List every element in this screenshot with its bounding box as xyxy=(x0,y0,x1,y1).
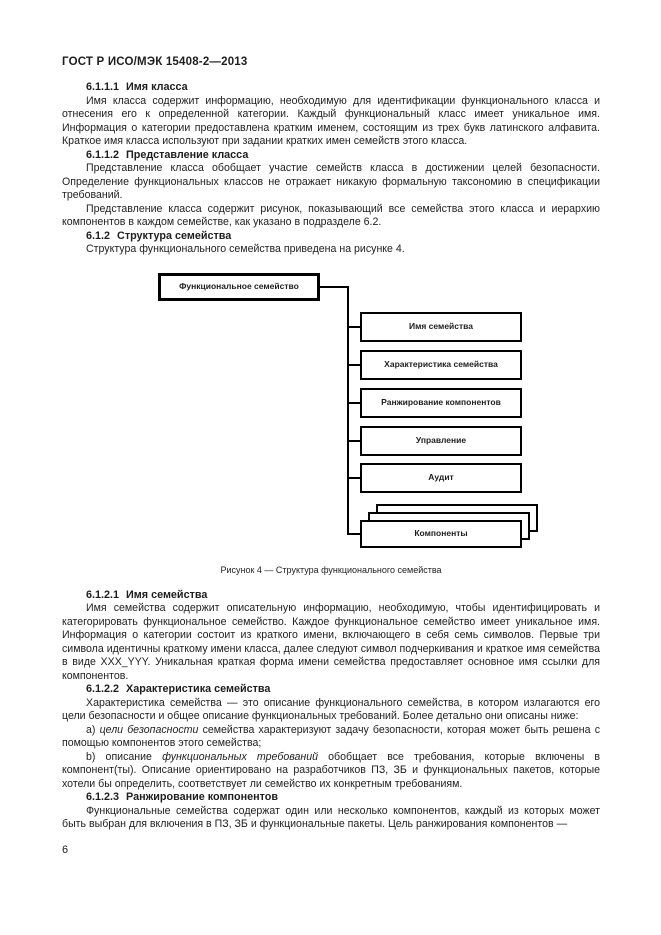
figure-box-family-name: Имя семейства xyxy=(360,311,522,342)
list-item-b-text: обобщает все требования, которые включен… xyxy=(62,750,600,790)
heading-number: 6.1.1.1 xyxy=(86,81,120,93)
figure-box-functional-family: Функциональное семейство xyxy=(158,272,320,301)
heading-number: 6.1.1.2 xyxy=(86,148,120,161)
connector-stub xyxy=(347,439,360,442)
paragraph-family-name: Имя семейства содержит описательную инфо… xyxy=(62,602,600,682)
paragraph-family-structure: Структура функционального семейства прив… xyxy=(86,243,405,255)
connector-stub xyxy=(347,476,360,479)
list-item-b-term: функциональных требований xyxy=(162,750,319,763)
section-heading-6-1-2-2: 6.1.2.2 Характеристика семейства xyxy=(62,683,600,697)
figure-box-component-ranking: Ранжирование компонентов xyxy=(360,387,522,418)
heading-title: Структура семейства xyxy=(117,229,232,242)
section-heading-6-1-2: 6.1.2 Структура семейства xyxy=(62,230,600,244)
figure-box-family-characteristics: Характеристика семейства xyxy=(360,349,522,380)
section-heading-6-1-1-2: 6.1.1.2 Представление класса xyxy=(62,149,600,163)
heading-number: 6.1.2 xyxy=(86,229,111,242)
heading-title: Ранжирование компонентов xyxy=(126,791,279,803)
paragraph-family-characteristics: Характеристика семейства — это описание … xyxy=(62,696,600,723)
list-item-a-term: цели безопасности xyxy=(99,723,199,736)
connector-stub xyxy=(347,363,360,366)
connector-stub xyxy=(347,325,360,328)
paragraph-class-name: Имя класса содержит информацию, необходи… xyxy=(62,94,600,148)
list-item-a-text: семейства характеризуют задачу безопасно… xyxy=(62,723,601,750)
section-heading-6-1-2-3: 6.1.2.3 Ранжирование компонентов xyxy=(62,791,600,805)
connector-trunk xyxy=(347,285,349,535)
paragraph-component-ranking: Функциональные семейства содержат один и… xyxy=(62,804,600,831)
list-item-a: a) цели безопасности семейства характери… xyxy=(62,724,600,751)
list-item-a-prefix: a) xyxy=(86,723,100,736)
heading-title: Представление класса xyxy=(126,148,249,161)
connector-stub xyxy=(347,532,360,535)
heading-number: 6.1.2.2 xyxy=(86,683,120,695)
heading-title: Имя класса xyxy=(126,81,188,93)
figure-box-management: Управление xyxy=(360,425,522,456)
heading-title: Характеристика семейства xyxy=(126,683,271,695)
list-item-b-prefix: b) описание xyxy=(86,750,163,763)
figure-family-structure: Функциональное семейство Имя семейства Х… xyxy=(62,269,600,552)
connector-horizontal xyxy=(318,285,349,288)
figure-box-audit: Аудит xyxy=(360,462,522,493)
heading-title: Имя семейства xyxy=(126,588,208,601)
section-heading-6-1-2-1: 6.1.2.1 Имя семейства xyxy=(62,589,600,603)
figure-box-components: Компоненты xyxy=(360,519,522,548)
page-number: 6 xyxy=(62,843,69,856)
list-item-b: b) описание функциональных требований об… xyxy=(62,751,600,792)
paragraph-class-presentation-1: Представление класса обобщает участие се… xyxy=(62,162,600,201)
figure-caption: Рисунок 4 — Структура функционального се… xyxy=(220,564,442,575)
heading-number: 6.1.2.1 xyxy=(86,588,120,601)
connector-stub xyxy=(347,401,360,404)
paragraph-class-presentation-2: Представление класса содержит рисунок, п… xyxy=(62,202,600,229)
heading-number: 6.1.2.3 xyxy=(86,791,120,803)
document-header: ГОСТ Р ИСО/МЭК 15408-2—2013 xyxy=(62,56,248,68)
section-heading-6-1-1-1: 6.1.1.1 Имя класса xyxy=(62,81,600,95)
